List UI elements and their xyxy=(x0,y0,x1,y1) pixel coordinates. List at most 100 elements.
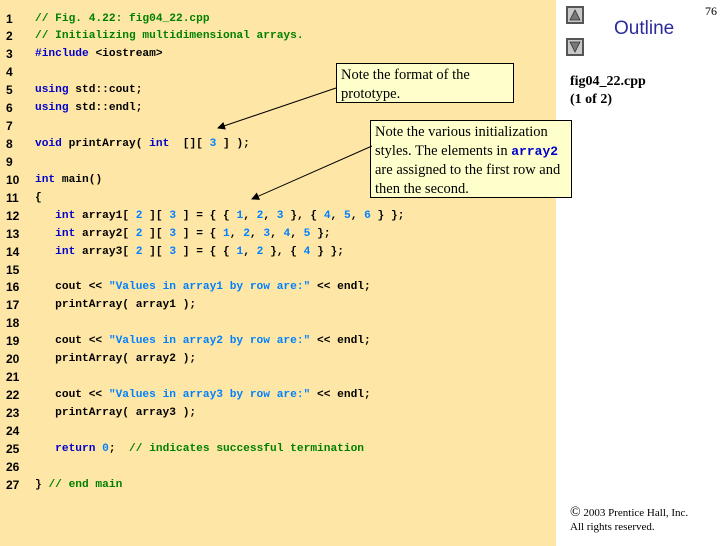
code-line: int array2[ 2 ][ 3 ] = { 1, 2, 3, 4, 5 }… xyxy=(35,227,331,241)
code-token: // end main xyxy=(48,479,123,491)
code-token: [][ xyxy=(176,138,210,150)
line-number: 13 xyxy=(6,227,20,241)
code-token: 3 xyxy=(169,210,177,222)
line-number: 5 xyxy=(6,83,13,97)
code-token: ] = { xyxy=(176,228,224,240)
code-token: printArray( xyxy=(68,138,150,150)
code-token: 1 xyxy=(236,246,244,258)
line-number: 8 xyxy=(6,137,13,151)
code-line: #include <iostream> xyxy=(35,47,163,61)
code-token: array2[ xyxy=(82,228,136,240)
init-callout-code: array2 xyxy=(511,144,559,159)
code-token: ] ); xyxy=(216,138,250,150)
line-number: 18 xyxy=(6,316,20,330)
code-token: ] = { { xyxy=(176,210,237,222)
code-token: }, { xyxy=(263,246,304,258)
page-of: (1 of 2) xyxy=(570,92,612,107)
code-line: cout << "Values in array3 by row are:" <… xyxy=(35,388,371,402)
code-token: 2 xyxy=(256,210,264,222)
code-line: int array1[ 2 ][ 3 ] = { { 1, 2, 3 }, { … xyxy=(35,209,404,223)
copyright-text: 2003 Prentice Hall, Inc. xyxy=(583,507,689,519)
code-line: cout << "Values in array1 by row are:" <… xyxy=(35,280,371,294)
code-token: int xyxy=(149,138,170,150)
code-token: printArray( array2 ); xyxy=(35,353,197,365)
code-token: , xyxy=(243,210,257,222)
code-token: 1 xyxy=(223,228,230,240)
outline-link[interactable]: Outline xyxy=(614,18,675,39)
code-line: } // end main xyxy=(35,478,122,492)
code-token: ][ xyxy=(142,246,170,258)
rights-text: All rights reserved. xyxy=(570,521,655,533)
code-token: printArray( array3 ); xyxy=(35,407,197,419)
init-callout-text-1: Note the various initialization styles. … xyxy=(375,124,548,159)
line-number: 10 xyxy=(6,173,20,187)
code-token: array3[ xyxy=(82,246,136,258)
code-token: 3 xyxy=(276,210,284,222)
code-token: int xyxy=(35,174,56,186)
code-token: << endl; xyxy=(310,389,371,401)
code-token: ][ xyxy=(142,228,170,240)
previous-slide-button[interactable] xyxy=(566,6,584,24)
code-token: 4 xyxy=(283,228,291,240)
code-token: }; xyxy=(310,228,331,240)
code-token: 2 xyxy=(135,228,143,240)
page-number: 76 xyxy=(705,4,717,18)
code-token: 3 xyxy=(209,138,217,150)
line-number: 1 xyxy=(6,12,13,26)
code-token: array1[ xyxy=(82,210,136,222)
code-token: 3 xyxy=(169,246,177,258)
next-slide-button[interactable] xyxy=(566,38,584,56)
code-token: } xyxy=(35,479,49,491)
code-token: , xyxy=(243,246,257,258)
code-token: std::cout; xyxy=(75,84,143,96)
code-token xyxy=(35,228,55,240)
code-token: int xyxy=(55,210,76,222)
code-line: printArray( array1 ); xyxy=(35,298,196,312)
code-token xyxy=(35,210,55,222)
code-token: << endl; xyxy=(310,281,371,293)
line-number: 17 xyxy=(6,298,20,312)
initialization-callout: Note the various initialization styles. … xyxy=(370,120,572,198)
code-line: printArray( array3 ); xyxy=(35,406,196,420)
prototype-callout: Note the format of the prototype. xyxy=(336,63,514,103)
line-number: 16 xyxy=(6,280,20,294)
code-line: // Initializing multidimensional arrays. xyxy=(35,29,304,43)
code-token: , xyxy=(350,210,365,222)
code-token: 3 xyxy=(263,228,271,240)
line-number: 23 xyxy=(6,406,20,420)
code-line: int main() xyxy=(35,173,102,187)
line-number: 4 xyxy=(6,65,13,79)
init-callout-text-2: are assigned to the first row and then t… xyxy=(375,162,561,197)
copyright: © 2003 Prentice Hall, Inc. All rights re… xyxy=(570,506,688,534)
code-token xyxy=(35,246,55,258)
line-number: 25 xyxy=(6,442,20,456)
code-line: cout << "Values in array2 by row are:" <… xyxy=(35,334,371,348)
code-token: main() xyxy=(61,174,103,186)
prototype-callout-text: Note the format of the prototype. xyxy=(341,67,470,102)
code-line: { xyxy=(35,191,42,205)
triangle-down-icon xyxy=(569,41,581,53)
line-number: 20 xyxy=(6,352,20,366)
code-token: 2 xyxy=(256,246,264,258)
code-token: , xyxy=(290,228,304,240)
code-token: using xyxy=(35,102,69,114)
code-token: 2 xyxy=(243,228,250,240)
code-token: } }; xyxy=(310,246,344,258)
line-number: 12 xyxy=(6,209,20,223)
code-token: cout << xyxy=(35,335,109,347)
code-token: using xyxy=(35,84,69,96)
line-number: 2 xyxy=(6,29,13,43)
line-number: 3 xyxy=(6,47,13,61)
line-number: 27 xyxy=(6,478,20,492)
code-token: "Values in array1 by row are:" xyxy=(108,281,311,293)
code-token: , xyxy=(270,228,284,240)
file-name: fig04_22.cpp xyxy=(570,74,646,89)
line-number: 24 xyxy=(6,424,20,438)
line-number: 7 xyxy=(6,119,13,133)
line-number: 9 xyxy=(6,155,13,169)
code-line: int array3[ 2 ][ 3 ] = { { 1, 2 }, { 4 }… xyxy=(35,245,344,259)
code-line: void printArray( int [][ 3 ] ); xyxy=(35,137,250,151)
code-token: #include xyxy=(35,48,89,60)
code-token: 1 xyxy=(236,210,244,222)
code-token: }, { xyxy=(283,210,324,222)
